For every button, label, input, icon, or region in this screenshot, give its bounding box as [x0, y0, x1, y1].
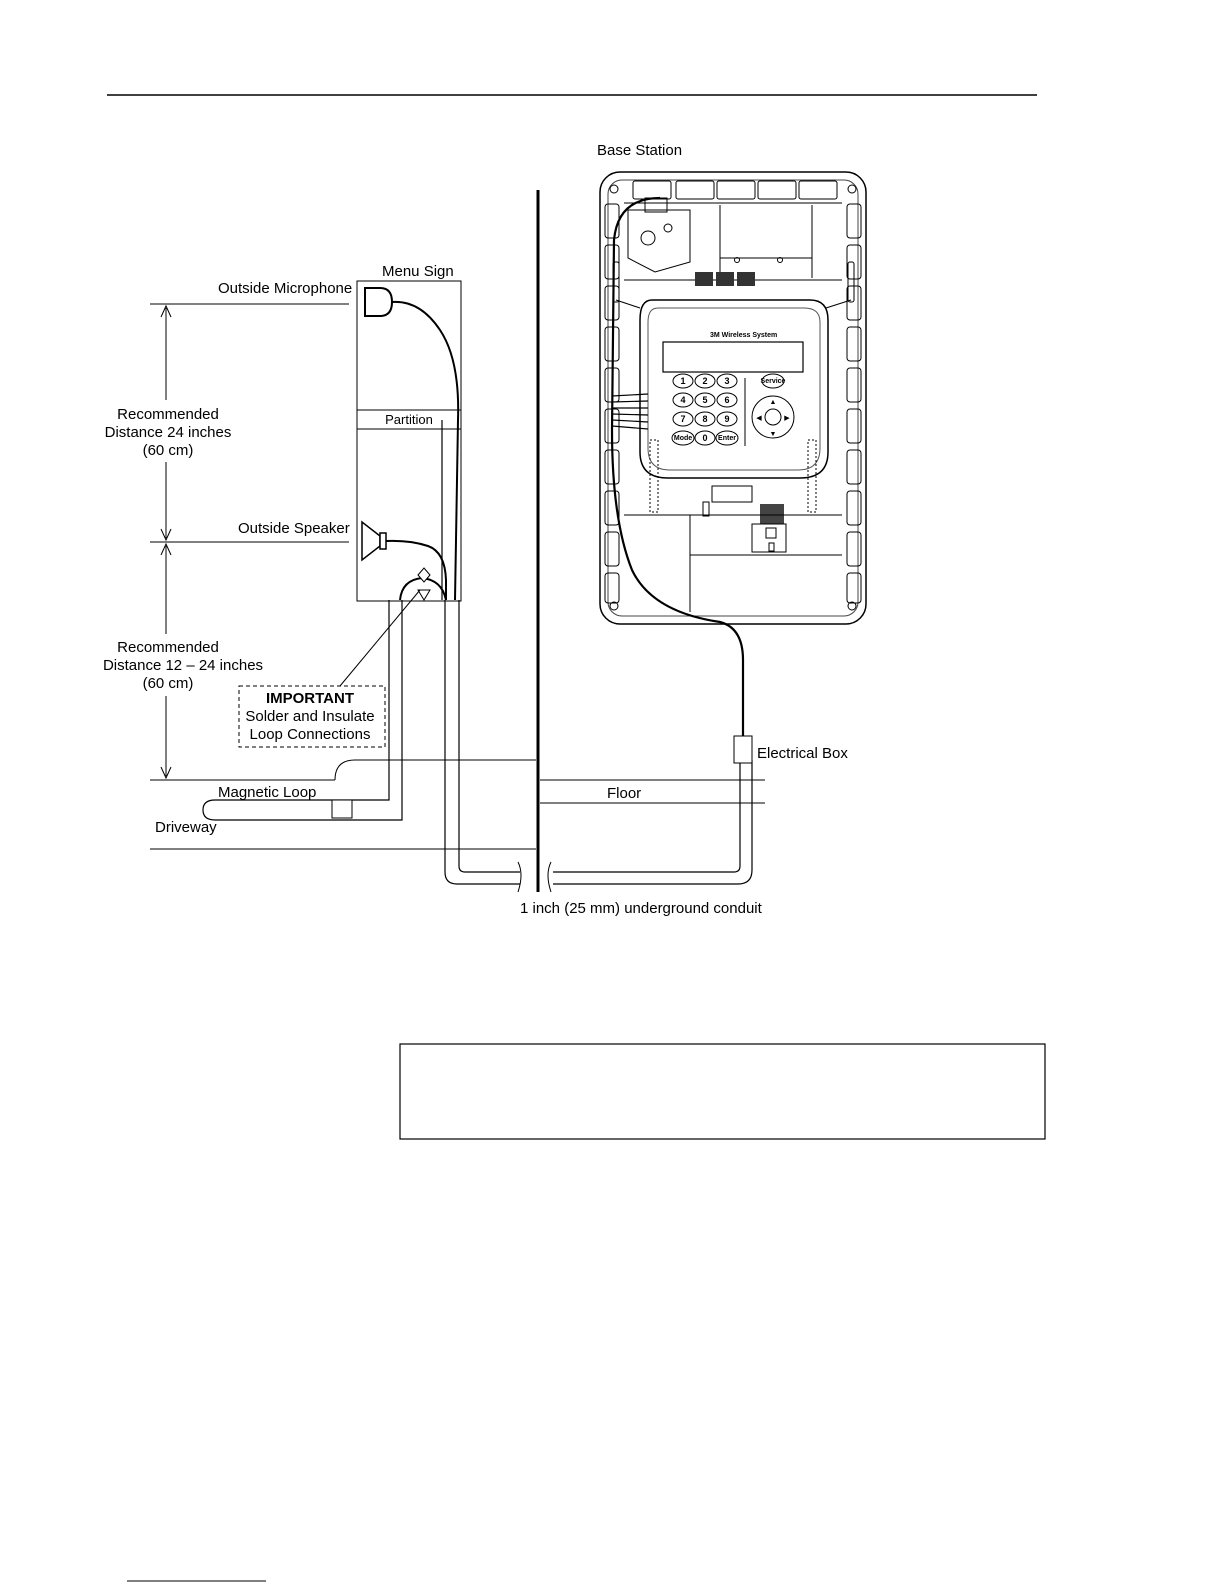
base-station-display [662, 341, 804, 373]
recommended-distance-1-line-2: Distance 24 inches [105, 424, 232, 441]
outside-speaker-label: Outside Speaker [238, 520, 350, 537]
important-line-2: Loop Connections [250, 726, 371, 743]
key-2: 2 [702, 376, 707, 386]
base-station-brand: 3M Wireless System [710, 332, 777, 339]
key-1: 1 [680, 376, 685, 386]
underground-conduit-left [444, 600, 520, 885]
microphone-icon [364, 287, 394, 317]
electrical-box [733, 735, 753, 764]
magnetic-loop-label: Magnetic Loop [218, 784, 316, 801]
driveway-label: Driveway [155, 819, 217, 836]
recommended-distance-1-line-1: Recommended [117, 406, 219, 423]
recommended-distance-2-line-1: Recommended [117, 639, 219, 656]
recommended-distance-1-line-3: (60 cm) [143, 442, 194, 459]
key-mode: Mode [674, 435, 692, 442]
underground-conduit-right [553, 760, 741, 873]
key-enter: Enter [718, 435, 736, 442]
arrow-down-icon: ▼ [770, 431, 777, 438]
arrow-up-icon: ▲ [770, 399, 777, 406]
key-3: 3 [724, 376, 729, 386]
menu-sign-label: Menu Sign [382, 263, 454, 280]
dimension-arrow-upper [160, 304, 172, 542]
arrow-right-icon: ▶ [784, 415, 790, 422]
key-4: 4 [680, 395, 685, 405]
important-pointer [339, 589, 421, 687]
floor-label: Floor [607, 785, 641, 802]
key-service: Service [761, 378, 786, 385]
dimension-arrow-lower [160, 542, 172, 780]
key-7: 7 [680, 414, 685, 424]
loop-splice-box [331, 799, 353, 819]
base-station-label: Base Station [597, 142, 682, 159]
key-0: 0 [702, 433, 707, 443]
key-9: 9 [724, 414, 729, 424]
base-station-keypad: 1 2 3 4 5 6 7 8 9 Mode 0 Enter Service ▲… [671, 373, 795, 446]
important-title: IMPORTANT [266, 690, 354, 707]
outside-microphone-label: Outside Microphone [218, 280, 352, 297]
key-6: 6 [724, 395, 729, 405]
important-line-1: Solder and Insulate [245, 708, 374, 725]
key-8: 8 [702, 414, 707, 424]
recommended-distance-2-line-2: Distance 12 – 24 inches [103, 657, 263, 674]
recommended-distance-2-line-3: (60 cm) [143, 675, 194, 692]
conduit-label: 1 inch (25 mm) underground conduit [520, 900, 763, 917]
important-callout [238, 685, 386, 748]
electrical-box-label: Electrical Box [757, 745, 848, 762]
key-5: 5 [702, 395, 707, 405]
note-box [399, 1043, 1046, 1140]
arrow-left-icon: ◀ [756, 415, 762, 422]
menu-sign [356, 280, 462, 602]
base-station: 3M Wireless System 1 2 3 4 5 6 7 8 9 Mod… [599, 171, 867, 740]
magnetic-loop-conduit [202, 600, 403, 821]
partition-label: Partition [385, 412, 433, 427]
